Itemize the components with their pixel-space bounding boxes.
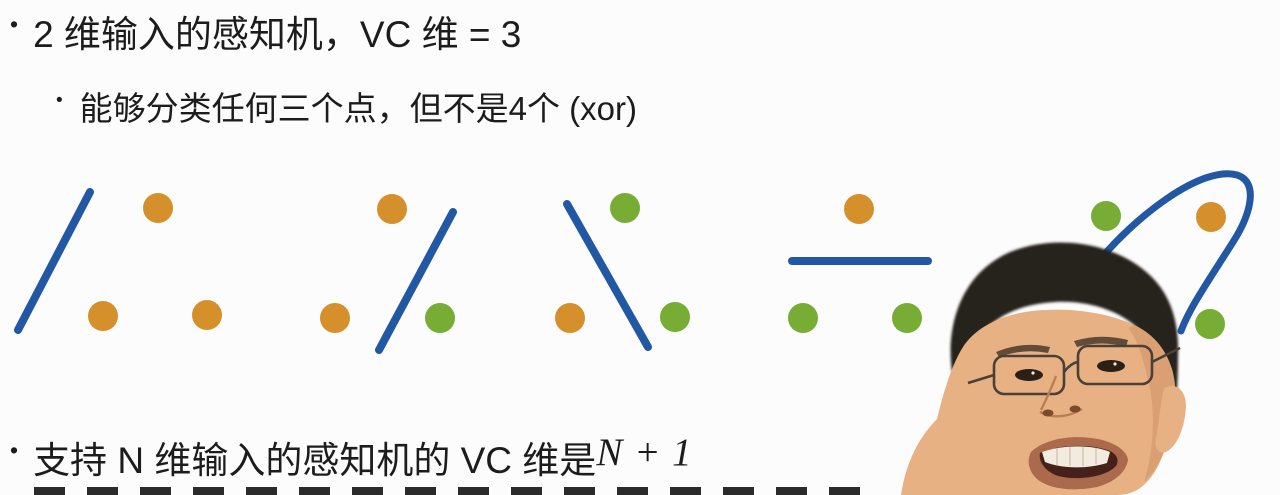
eye-glint [1113,362,1117,366]
presenter-eyebrow-right [1074,336,1128,347]
separating-loop [1089,170,1254,335]
green-point [425,303,455,333]
case-horizontal-split [788,194,932,333]
presenter-hair-icon [950,242,1179,428]
green-point [660,302,690,332]
orange-point [88,301,118,331]
presenter-eye-left [1015,369,1043,381]
eye-glint [1031,371,1035,375]
orange-point [555,303,585,333]
orange-point [844,194,874,224]
orange-point [1196,202,1226,232]
green-point [788,303,818,333]
bullet-line-1: • 2 维输入的感知机，VC 维 = 3 [10,4,521,58]
orange-point [143,193,173,223]
presenter-ear-icon [1155,386,1186,453]
clipped-next-text-line [34,487,872,495]
presenter-eye-right [1097,360,1125,372]
case-two-orange-one-green [320,194,457,354]
separator-line [14,188,94,334]
green-point [610,193,640,223]
case-xor-loop [1089,170,1254,339]
bullet-line-2-text: 能够分类任何三个点，但不是4个 (xor) [79,90,637,127]
bullet-marker: • [56,90,63,111]
point-configurations [14,170,1254,354]
bullet-line-1-text: 2 维输入的感知机，VC 维 = 3 [33,14,522,55]
green-point [892,303,922,333]
presenter-webcam-overlay [901,242,1186,495]
orange-point [320,303,350,333]
bullet-line-3: • 支持 N 维输入的感知机的 VC 维是 N + 1 [10,430,693,484]
vc-dimension-formula: N + 1 [596,431,693,474]
case-green-top-mixed-bottom [555,193,690,351]
presenter-nostril [1069,405,1081,413]
bullet-line-3-text: 支持 N 维输入的感知机的 VC 维是 [33,440,597,481]
presenter-eyebrow-left [996,344,1050,357]
teeth-gaps [1056,447,1097,466]
bullet-line-2: • 能够分类任何三个点，但不是4个 (xor) [56,82,637,130]
green-point [1195,309,1225,339]
case-three-orange-points [14,188,222,334]
separator-line [563,200,652,351]
orange-point [192,300,222,330]
presenter-glasses-icon [967,344,1181,396]
orange-point [377,194,407,224]
presenter-teeth [1042,446,1110,468]
presenter-nostril [1042,409,1054,417]
separator-line [375,208,457,354]
green-point [1091,201,1121,231]
bullet-marker: • [10,11,19,37]
bullet-marker: • [10,437,19,463]
